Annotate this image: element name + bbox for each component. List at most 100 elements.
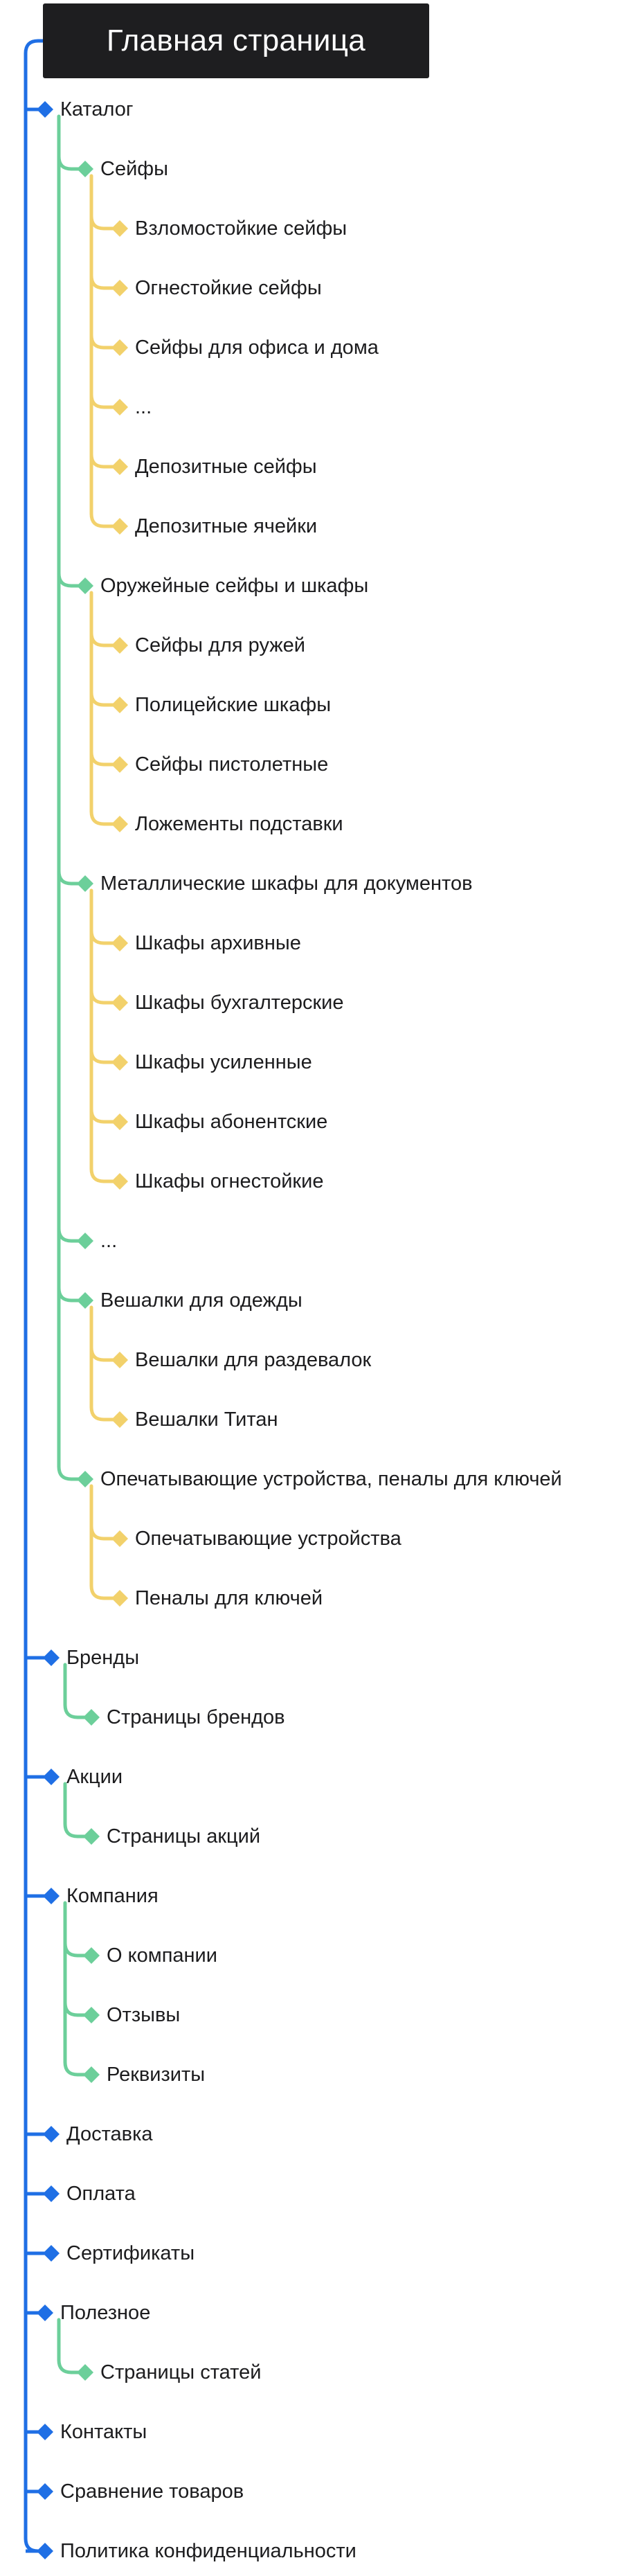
tree-node-label: Контакты [60,2421,147,2443]
node-diamond-icon [111,1173,128,1190]
node-diamond-icon [83,2066,100,2083]
connector-children [63,1782,93,1839]
connector-children [63,1663,93,1719]
tree-node-label: Шкафы архивные [135,932,301,954]
tree-node-label: Сейфы [100,158,168,180]
connector-branch [89,690,122,707]
connector-branch [89,1524,122,1541]
node-diamond-icon [43,1649,60,1666]
connector-children [89,1305,122,1422]
connector-branch [89,929,122,945]
tree-node-label: Бренды [66,1647,140,1669]
node-diamond-icon [111,994,128,1011]
connector-branch [57,154,87,171]
node-diamond-icon [111,399,128,415]
connector-branch [63,1941,93,1958]
node-diamond-icon [111,458,128,475]
node-diamond-icon [111,1054,128,1071]
connector-branch [89,274,122,290]
node-diamond-icon [111,1352,128,1368]
tree-node-label: Полезное [60,2302,151,2324]
connector-branch [89,988,122,1005]
tree-node-label: Сравнение товаров [60,2480,244,2503]
tree-node-label: Опечатывающие устройства [135,1528,401,1550]
tree-node-label: Каталог [60,98,134,120]
tree-node-label: Депозитные ячейки [135,515,318,537]
node-diamond-icon [83,1947,100,1964]
connector-branch [57,1226,87,1243]
node-diamond-icon [43,1888,60,1904]
tree-node-label: Сейфы для офиса и дома [135,337,379,359]
tree-node-label: Огнестойкие сейфы [135,277,322,299]
tree-node-label: Шкафы огнестойкие [135,1170,324,1192]
root-title: Главная страница [106,24,366,57]
connector-branch [89,750,122,767]
node-diamond-icon [43,1769,60,1785]
node-diamond-icon [43,2126,60,2143]
tree-node-label: Оружейные сейфы и шкафы [100,575,369,597]
node-diamond-icon [111,220,128,237]
node-diamond-icon [37,2424,53,2440]
tree-node-label: Компания [66,1885,159,1907]
node-diamond-icon [111,518,128,535]
node-diamond-icon [111,280,128,296]
tree-node-label: Страницы акций [107,1825,261,1848]
node-diamond-icon [43,2245,60,2262]
node-diamond-icon [77,1292,93,1309]
node-diamond-icon [111,756,128,773]
tree-node-label: Доставка [66,2123,153,2145]
node-diamond-icon [111,935,128,951]
connector-children [57,114,87,1481]
node-diamond-icon [111,1411,128,1428]
tree-node-label: Политика конфиденциальности [60,2540,356,2562]
node-diamond-icon [111,637,128,654]
node-diamond-icon [83,1828,100,1845]
connector-branch [89,631,122,647]
connector-children [89,1484,122,1600]
node-diamond-icon [37,2483,53,2500]
connector-children [89,591,122,826]
tree-node-label: Оплата [66,2183,136,2205]
node-diamond-icon [77,875,93,892]
node-diamond-icon [43,2185,60,2202]
node-diamond-icon [111,697,128,713]
node-diamond-icon [77,2364,93,2381]
node-diamond-icon [77,1233,93,1249]
tree-node-label: Пеналы для ключей [135,1587,323,1609]
tree-node-label: Реквизиты [107,2064,206,2086]
tree-node-label: ... [100,1230,118,1252]
connector-branch [89,214,122,231]
tree-node-label: Вешалки для одежды [100,1289,303,1312]
node-diamond-icon [37,2305,53,2321]
connector-children [57,2318,87,2374]
tree-node-label: Страницы статей [100,2361,262,2383]
tree-node-label: Полицейские шкафы [135,694,332,716]
node-diamond-icon [111,1530,128,1547]
connector-branch [89,452,122,469]
connector-branch [89,1107,122,1124]
connector-branch [57,869,87,886]
tree-node-label: Взломостойкие сейфы [135,217,347,240]
node-diamond-icon [77,578,93,594]
connector-branch [57,571,87,588]
tree-node-label: Сейфы пистолетные [135,753,329,776]
tree-node-label: Сертификаты [66,2242,195,2264]
tree-node-label: Шкафы абонентские [135,1111,328,1133]
connector-branch [89,393,122,409]
tree-node-label: Вешалки Титан [135,1408,278,1431]
tree-node-label: Металлические шкафы для документов [100,873,473,895]
tree-node-label: Депозитные сейфы [135,456,317,478]
node-diamond-icon [83,2007,100,2023]
connector-children [63,1901,93,2077]
node-diamond-icon [77,161,93,177]
connector-branch [89,1345,122,1362]
connector-children [89,888,122,1183]
tree-node-label: Акции [66,1766,123,1788]
tree-node-label: Шкафы бухгалтерские [135,992,344,1014]
node-diamond-icon [111,1113,128,1130]
node-diamond-icon [111,339,128,356]
connector-branch [57,1286,87,1303]
tree-node-label: Сейфы для ружей [135,634,305,656]
connector-branch [89,1048,122,1064]
node-diamond-icon [37,2543,53,2559]
